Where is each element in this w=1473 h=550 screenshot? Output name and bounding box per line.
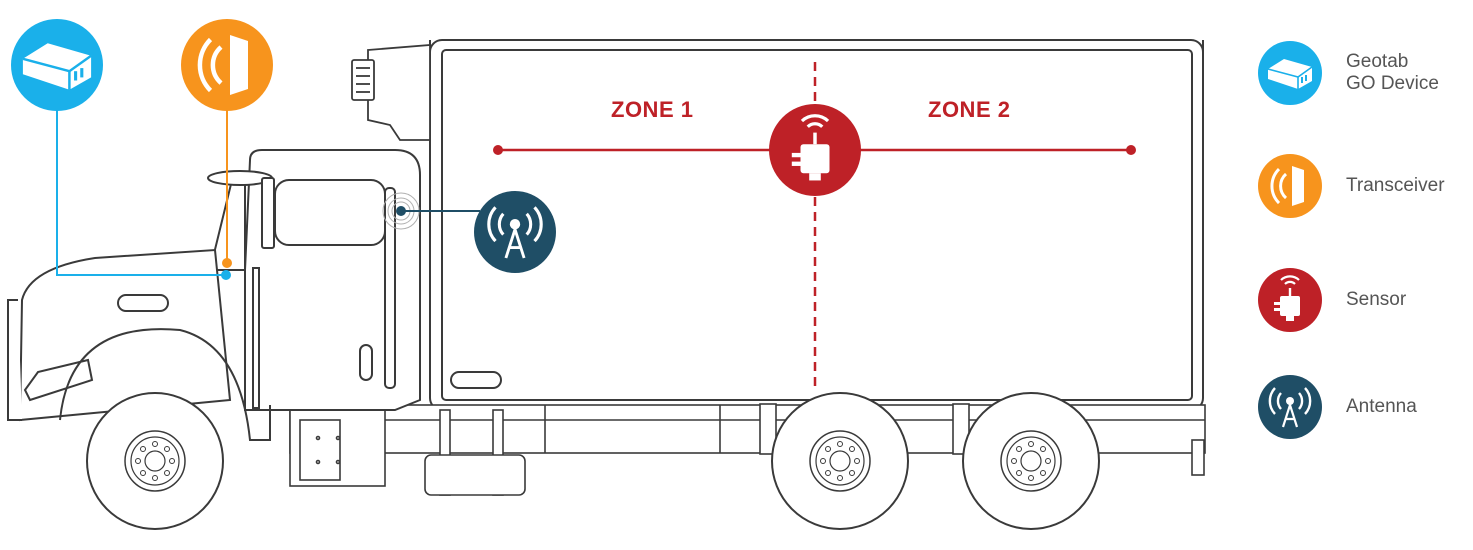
legend-label-line-2: GO Device [1346,73,1439,94]
zone-1-label: ZONE 1 [611,97,694,122]
zone1-endpoint-dot [493,145,503,155]
legend-item-antenna: Antenna [1258,375,1417,439]
legend-label: Geotab GO Device [1346,51,1439,95]
sensor-icon [1258,268,1322,332]
go-device-icon [1258,41,1322,105]
transceiver-icon [1258,154,1322,218]
front-wheel [86,392,224,530]
legend-label-line-1: Geotab [1346,51,1409,72]
transceiver-icon [181,19,273,111]
legend-label: Transceiver [1346,175,1445,196]
legend-item-sensor: Sensor [1258,268,1406,332]
sensor-icon [769,104,861,196]
rear-wheel [962,392,1100,530]
legend-label: Antenna [1346,396,1417,417]
antenna-icon [474,191,556,273]
go-device-connector [56,75,231,280]
zone-2-label: ZONE 2 [928,97,1011,122]
legend-item-go-device: Geotab GO Device [1258,41,1439,105]
legend-label: Sensor [1346,289,1407,310]
zone2-endpoint-dot [1126,145,1136,155]
middle-wheel [771,392,909,530]
antenna-icon [1258,375,1322,439]
legend-item-transceiver: Transceiver [1258,154,1445,218]
antenna-connector [382,192,480,230]
go-device-icon [11,19,103,111]
reefer-unit [351,44,431,141]
truck-cab [7,149,421,441]
